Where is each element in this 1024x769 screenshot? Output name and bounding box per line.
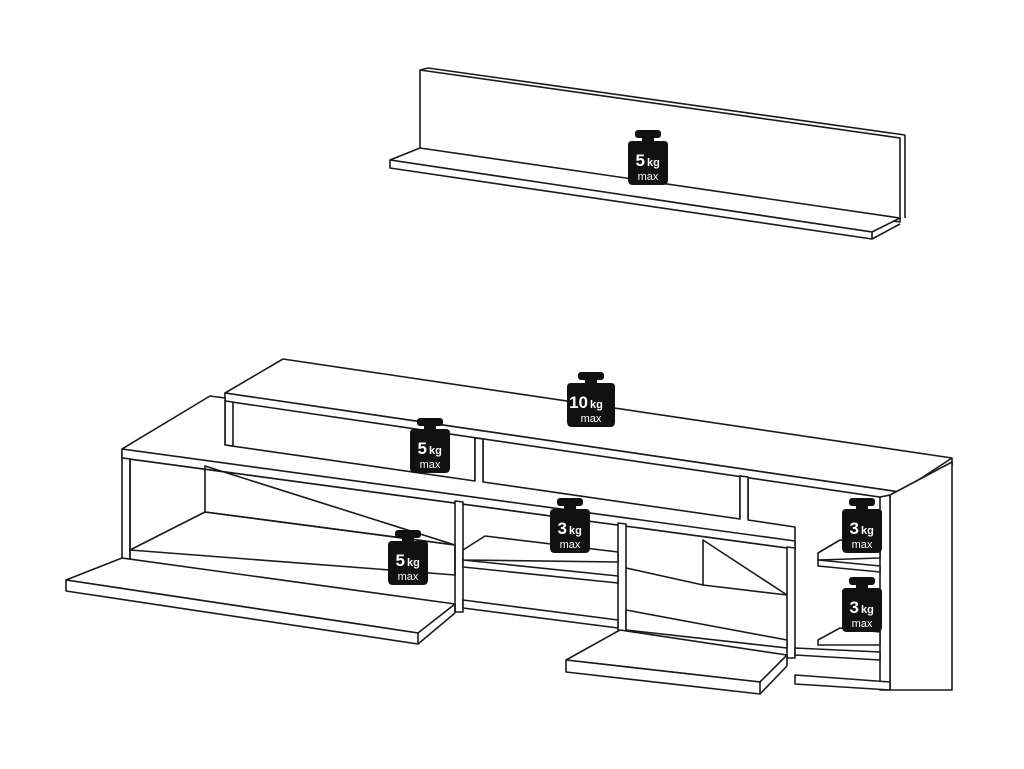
weight-limit: max xyxy=(398,571,419,583)
weight-limit: max xyxy=(560,539,581,551)
weight-value: 5 xyxy=(636,151,645,170)
weight-limit: max xyxy=(852,618,873,630)
weight-value: 5 xyxy=(418,439,427,458)
weight-value: 5 xyxy=(396,551,405,570)
weight-handle xyxy=(849,577,875,585)
weight-handle xyxy=(849,498,875,506)
weight-value: 3 xyxy=(558,519,567,538)
weight-value: 10 xyxy=(569,393,588,412)
weight-handle xyxy=(417,418,443,426)
weight-handle xyxy=(635,130,661,138)
weight-handle xyxy=(578,372,604,380)
weight-value: 3 xyxy=(850,598,859,617)
weight-limit: max xyxy=(581,413,602,425)
tv-unit xyxy=(65,358,953,695)
weight-body xyxy=(550,509,590,553)
weight-handle xyxy=(395,530,421,538)
weight-handle xyxy=(557,498,583,506)
weight-unit: kg xyxy=(429,445,442,457)
weight-body xyxy=(388,541,428,585)
weight-unit: kg xyxy=(861,525,874,537)
weight-body xyxy=(567,383,615,427)
weight-unit: kg xyxy=(861,604,874,616)
weight-limit: max xyxy=(852,539,873,551)
weight-unit: kg xyxy=(407,557,420,569)
weight-unit: kg xyxy=(590,399,603,411)
weight-body xyxy=(628,141,668,185)
weight-value: 3 xyxy=(850,519,859,538)
weight-unit: kg xyxy=(647,157,660,169)
weight-unit: kg xyxy=(569,525,582,537)
weight-limit: max xyxy=(638,171,659,183)
weight-body xyxy=(410,429,450,473)
weight-body xyxy=(842,509,882,553)
weight-body xyxy=(842,588,882,632)
weight-limit: max xyxy=(420,459,441,471)
